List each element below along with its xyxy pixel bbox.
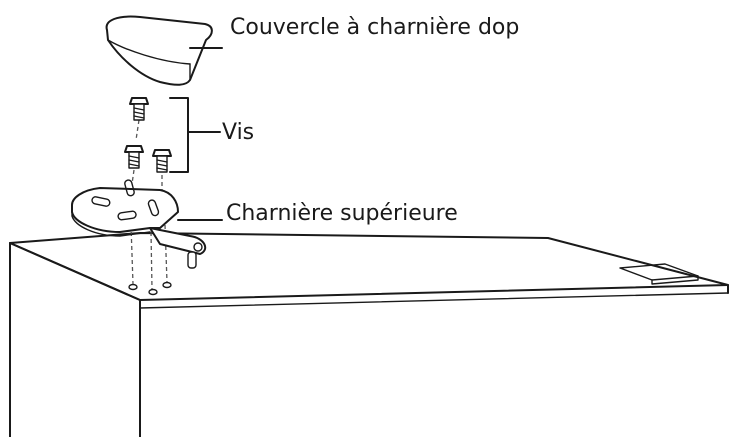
- screw: [124, 145, 144, 169]
- screw: [129, 97, 149, 121]
- screws: [124, 97, 221, 173]
- label-upper-hinge: Charnière supérieure: [226, 201, 458, 226]
- appliance-cabinet: [9, 232, 729, 438]
- screw-hole: [148, 288, 158, 296]
- label-hinge-lid: Couvercle à charnière dop: [230, 15, 520, 40]
- hinge-lid-cap: [105, 15, 223, 86]
- screw: [152, 149, 172, 173]
- screw-hole: [128, 283, 138, 291]
- label-screws: Vis: [222, 120, 255, 145]
- upper-hinge-plate: [71, 179, 223, 269]
- screw-hole: [162, 281, 172, 289]
